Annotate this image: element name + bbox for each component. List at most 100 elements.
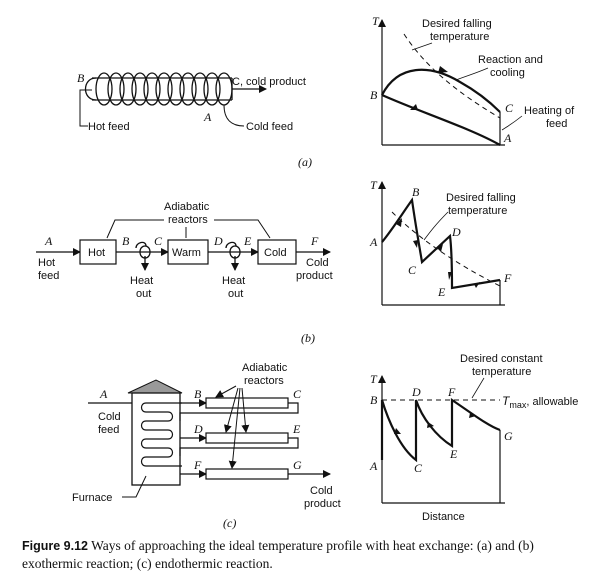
point-d: D xyxy=(193,422,203,436)
hot-box-label: Hot xyxy=(88,247,105,259)
point-c: C xyxy=(293,387,302,401)
distance-label: Distance xyxy=(422,511,465,523)
heat-out-2: Heat xyxy=(222,275,245,287)
t-axis-label: T xyxy=(372,14,380,28)
point-a: A xyxy=(99,387,108,401)
heat-exchanger-1 xyxy=(135,241,151,271)
point-b: B xyxy=(122,234,130,248)
figure-number: Figure 9.12 xyxy=(22,539,88,553)
graph-point-c: C xyxy=(414,461,423,475)
graph-point-a: A xyxy=(369,459,378,473)
hot-feed-label-2: feed xyxy=(38,270,59,282)
point-d: D xyxy=(213,234,223,248)
furnace-label: Furnace xyxy=(72,492,112,504)
graph-point-c: C xyxy=(505,101,514,115)
tmax-label: Tmax, allowable xyxy=(502,394,578,410)
hot-feed-label: Hot feed xyxy=(88,121,130,133)
heating-feed-curve xyxy=(381,93,501,146)
graph-point-b: B xyxy=(370,88,378,102)
reaction-cooling-label: Reaction and xyxy=(478,54,543,66)
warm-reactor-box xyxy=(167,239,209,265)
t-axis-label: T xyxy=(370,178,378,192)
panel-c-label: (c) xyxy=(223,516,236,530)
point-g: G xyxy=(293,458,302,472)
desired-falling-label: Desired falling xyxy=(422,18,492,30)
panel-a-graph: T Desired falling temperature Reaction a… xyxy=(370,14,575,146)
graph-point-b: B xyxy=(370,393,378,407)
furnace-coil xyxy=(140,402,182,467)
tmax-sub: max xyxy=(509,400,527,410)
desired-falling-label: Desired falling xyxy=(446,192,516,204)
desired-falling-label-2: temperature xyxy=(448,205,507,217)
graph-point-d: D xyxy=(411,385,421,399)
reaction-cooling-curve xyxy=(381,68,501,113)
temperature-profile xyxy=(381,197,501,290)
cold-product-label: C, cold product xyxy=(232,76,306,88)
cold-product-label-2: product xyxy=(296,270,333,282)
cold-product-label: Cold xyxy=(306,257,329,269)
tmax-rest: , allowable xyxy=(526,396,578,408)
point-a: A xyxy=(44,234,53,248)
point-c: C xyxy=(154,234,163,248)
temperature-profile xyxy=(380,397,501,463)
graph-point-d: D xyxy=(451,225,461,239)
t-axis-label: T xyxy=(370,372,378,386)
graph-point-f: F xyxy=(503,271,512,285)
graph-point-a: A xyxy=(503,131,512,145)
graph-point-e: E xyxy=(449,447,458,461)
adiabatic-reactors-label: Adiabatic xyxy=(242,362,288,374)
cold-feed-leader xyxy=(223,104,245,127)
graph-point-g: G xyxy=(504,429,513,443)
hot-feed-label: Hot xyxy=(38,257,55,269)
furnace-roof xyxy=(127,379,183,394)
hot-feed-leader xyxy=(79,89,92,127)
cold-feed-label: Cold feed xyxy=(246,121,293,133)
figure-caption: Figure 9.12 Ways of approaching the idea… xyxy=(22,537,582,572)
cold-feed-label: Cold xyxy=(98,411,121,423)
cold-product-label-2: product xyxy=(304,498,341,510)
heating-feed-label: Heating of xyxy=(524,105,575,117)
reactor-1 xyxy=(205,397,289,409)
point-f: F xyxy=(193,458,202,472)
caption-text: Ways of approaching the ideal temperatur… xyxy=(22,538,534,571)
graph-point-b: B xyxy=(412,185,420,199)
warm-box-label: Warm xyxy=(172,247,201,259)
reactor-2 xyxy=(205,432,289,444)
desired-falling-curve xyxy=(403,33,501,119)
heat-out-2b: out xyxy=(228,288,243,300)
desired-constant-label: Desired constant xyxy=(460,353,543,365)
desired-constant-label-2: temperature xyxy=(472,366,531,378)
graph-point-a: A xyxy=(369,235,378,249)
panel-b-label: (b) xyxy=(301,331,315,345)
adiabatic-reactors-label-2: reactors xyxy=(244,375,284,387)
graph-point-e: E xyxy=(437,285,446,299)
heat-out-1: Heat xyxy=(130,275,153,287)
reactor-3 xyxy=(205,468,289,480)
panel-b-schematic: Adiabatic reactors A B C D E F Ho xyxy=(36,201,333,345)
cold-box-label: Cold xyxy=(264,247,287,259)
heat-exchanger-2 xyxy=(225,241,241,271)
panel-c-graph: T Desired constant temperature Tmax, all… xyxy=(369,353,578,523)
reaction-cooling-label-2: cooling xyxy=(490,67,525,79)
panel-a-label: (a) xyxy=(298,155,312,169)
adiabatic-reactors-label: Adiabatic xyxy=(164,201,210,213)
point-f: F xyxy=(310,234,319,248)
cold-product-label: Cold xyxy=(310,485,333,497)
heating-feed-label-2: feed xyxy=(546,118,567,130)
graph-point-c: C xyxy=(408,263,417,277)
point-a-label: A xyxy=(203,110,212,124)
graph-point-f: F xyxy=(447,385,456,399)
heat-out-1b: out xyxy=(136,288,151,300)
panel-a-schematic: B C, cold product A Hot feed Cold feed (… xyxy=(77,71,312,169)
cold-feed-label-2: feed xyxy=(98,424,119,436)
desired-falling-label-2: temperature xyxy=(430,31,489,43)
panel-c-schematic: Adiabatic reactors A B C D E F G Cold fe… xyxy=(72,362,341,530)
adiabatic-reactors-label-2: reactors xyxy=(168,214,208,226)
panel-b-graph: T Desired falling temperature A B C D E … xyxy=(369,178,516,306)
coil-reactor xyxy=(84,72,233,106)
point-e: E xyxy=(292,422,301,436)
tmax-t: T xyxy=(502,394,511,408)
desired-falling-curve xyxy=(391,211,501,287)
point-b: B xyxy=(194,387,202,401)
